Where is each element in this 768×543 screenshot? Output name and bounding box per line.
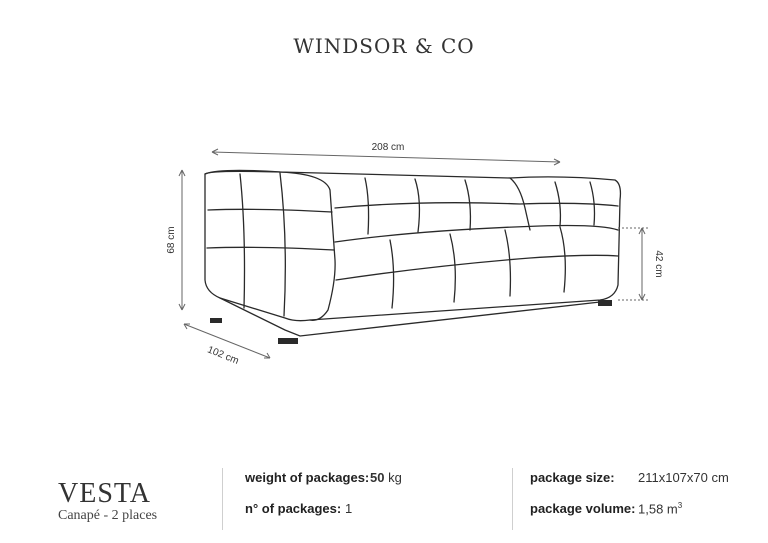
- volume-unit-sup: 3: [677, 501, 683, 510]
- sofa-left-arm: [204, 170, 336, 321]
- size-value: 211x107x70 cm: [638, 470, 729, 485]
- sofa-seat-front: [334, 224, 619, 243]
- size-label: package size:: [530, 470, 615, 485]
- weight-unit: kg: [388, 470, 402, 485]
- sofa-foot-left: [210, 318, 222, 323]
- size-spec: package size:: [530, 470, 615, 485]
- weight-spec: weight of packages:: [245, 470, 369, 485]
- weight-value: 50: [370, 470, 385, 485]
- volume-value-group: 1,58 m3: [638, 501, 682, 516]
- sofa-technical-drawing: 208 cm 68 cm 102 cm 42 cm: [166, 142, 664, 367]
- depth-dimension-line: [183, 323, 271, 359]
- depth-label: 102 cm: [206, 344, 241, 366]
- packages-label: n° of packages:: [245, 501, 342, 516]
- width-dimension-line: [211, 151, 561, 163]
- packages-spec: n° of packages:: [245, 501, 341, 516]
- weight-label: weight of packages:: [245, 470, 370, 485]
- volume-spec: package volume:: [530, 501, 636, 516]
- product-name: VESTA: [58, 478, 151, 509]
- weight-value-group: 50 kg: [370, 470, 402, 485]
- sofa-foot-right: [598, 300, 612, 306]
- product-subtitle: Canapé - 2 places: [58, 508, 158, 523]
- brand-name: WINDSOR & CO: [293, 34, 475, 58]
- packages-value: 1: [345, 501, 353, 516]
- width-label: 208 cm: [372, 142, 405, 153]
- sofa-foot-front: [278, 338, 298, 344]
- divider: [512, 468, 513, 530]
- brand-logo: WINDSOR & CO: [0, 34, 768, 58]
- height-label: 68 cm: [166, 226, 177, 253]
- volume-label: package volume:: [530, 501, 636, 516]
- volume-value: 1,58 m: [638, 501, 678, 517]
- divider: [222, 468, 223, 530]
- seat-height-label: 42 cm: [653, 250, 664, 277]
- sofa-back-top: [204, 169, 622, 322]
